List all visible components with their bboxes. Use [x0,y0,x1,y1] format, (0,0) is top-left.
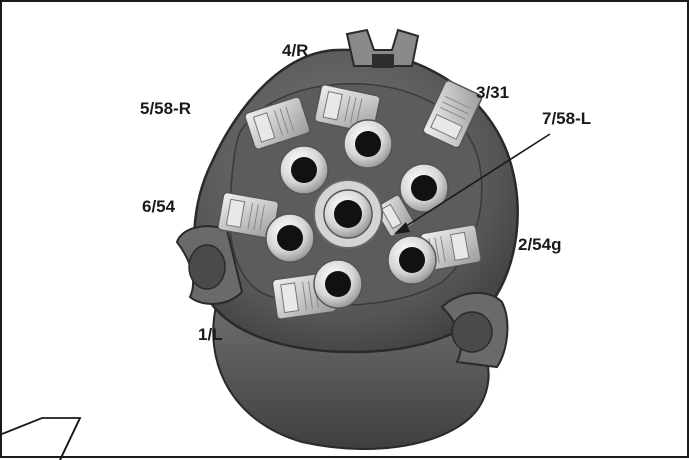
pin-socket-5 [279,145,329,195]
pin-socket-6 [265,213,315,263]
pin-socket-2 [387,235,437,285]
frame-corner [2,417,82,460]
pin-label-5: 5/58-R [140,99,192,118]
pin-socket-center [313,179,383,249]
terminal-blocks [217,79,483,320]
pin-label-7: 7/58-L [542,109,592,128]
pin-label-3: 3/31 [476,83,510,102]
pin-label-2: 2/54g [518,235,562,254]
pin-label-4: 4/R [282,41,309,60]
pin-label-1: 1/L [198,325,223,344]
pin-socket-4 [343,119,393,169]
pin-label-6: 6/54 [142,197,176,216]
pin-socket-3 [399,163,449,213]
pin-sockets [265,119,449,309]
leader-line-pin-7 [394,133,551,234]
pin-socket-1 [313,259,363,309]
